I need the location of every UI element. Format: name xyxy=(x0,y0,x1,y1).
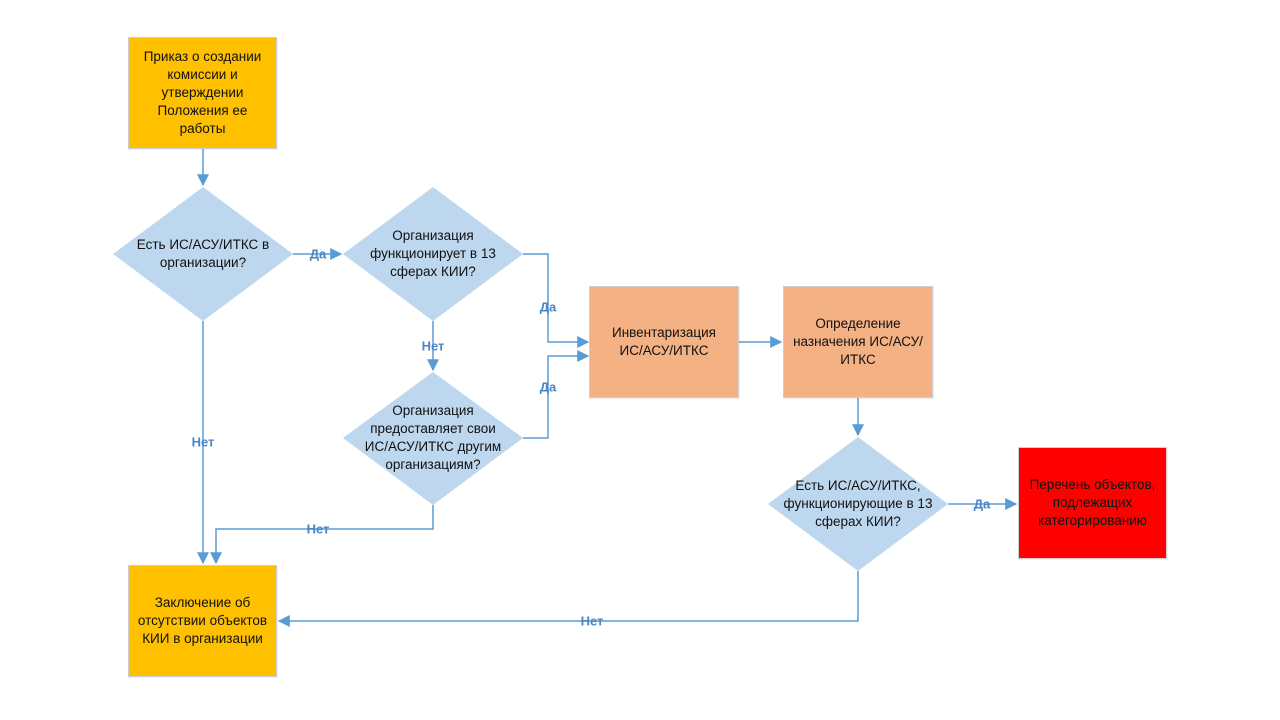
connector-provides-to-conclusion xyxy=(210,505,434,565)
decision-provides-text: Организация предоставляет свои ИС/АСУ/ИТ… xyxy=(364,403,502,472)
decision-systems-13-text: Есть ИС/АСУ/ИТКС, функционирующие в 13 с… xyxy=(783,478,933,529)
end-box-conclusion-text: Заключение об отсутствии объектов КИИ в … xyxy=(137,595,268,646)
start-box-order: Приказ о создании комиссии и утверждении… xyxy=(128,37,277,149)
decision-diamond-has-systems xyxy=(113,187,293,321)
edge-label-yes-systems-13: Да xyxy=(973,496,991,512)
connector-functions-13-to-inventory xyxy=(523,253,590,348)
end-box-conclusion: Заключение об отсутствии объектов КИИ в … xyxy=(128,565,277,677)
connector-provides-to-inventory xyxy=(523,350,590,439)
edge-label-no-has-systems: Нет xyxy=(191,434,215,450)
process-box-inventory: Инвентаризация ИС/АСУ/ИТКС xyxy=(589,286,739,398)
edge-label-no-systems-13: Нет xyxy=(580,613,604,629)
result-box-objects-list-text: Перечень объектов, подлежащих категориро… xyxy=(1029,477,1156,528)
edge-label-no-functions-13: Нет xyxy=(421,338,445,354)
process-box-purpose: Определение назначения ИС/АСУ/ ИТКС xyxy=(783,286,933,398)
decision-diamond-systems-13 xyxy=(768,437,948,571)
result-box-objects-list: Перечень объектов, подлежащих категориро… xyxy=(1018,447,1167,559)
edge-label-no-provides: Нет xyxy=(306,521,330,537)
decision-diamond-provides xyxy=(343,372,523,505)
process-box-inventory-text: Инвентаризация ИС/АСУ/ИТКС xyxy=(611,325,716,358)
start-box-order-text: Приказ о создании комиссии и утверждении… xyxy=(143,49,262,136)
process-box-purpose-text: Определение назначения ИС/АСУ/ ИТКС xyxy=(793,316,923,367)
decision-has-systems-text: Есть ИС/АСУ/ИТКС в организации? xyxy=(136,237,270,270)
edge-label-yes-provides: Да xyxy=(539,379,557,395)
edge-label-yes-has-systems: Да xyxy=(309,246,327,262)
connector-systems-13-to-conclusion xyxy=(277,571,859,627)
decision-functions-13-text: Организация функционирует в 13 сферах КИ… xyxy=(370,228,496,279)
edge-label-yes-functions-13: Да xyxy=(539,299,557,315)
decision-diamond-functions-13 xyxy=(343,187,523,321)
